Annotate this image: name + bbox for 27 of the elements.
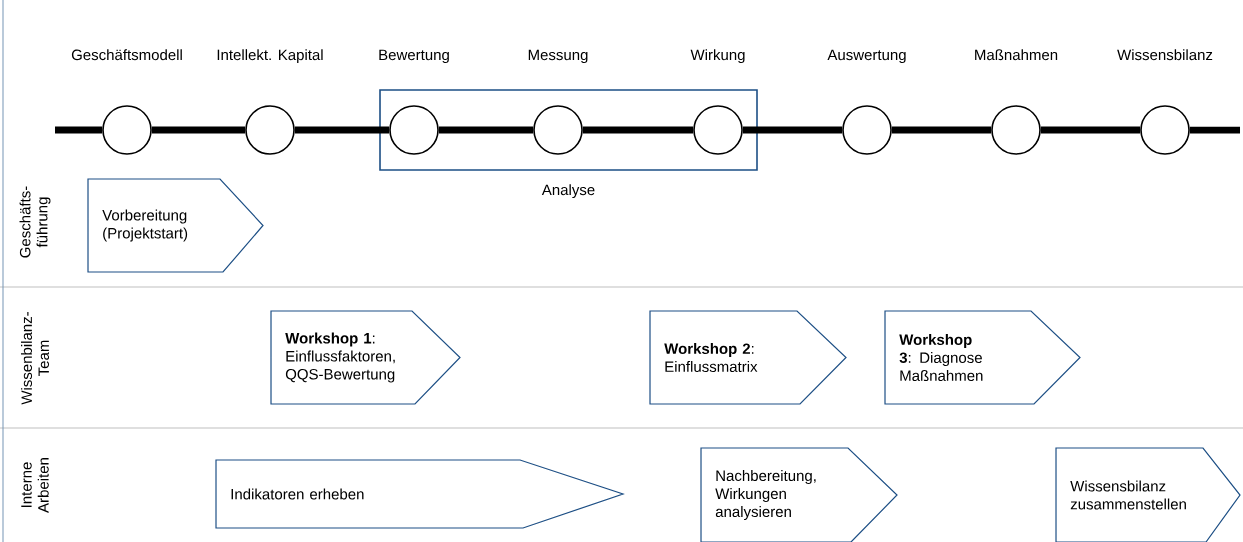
timeline-line [1040, 126, 1141, 134]
lane-label: Geschäfts- führung [19, 186, 51, 258]
milestone-label: Geschäftsmodell [71, 49, 182, 61]
timeline-line [438, 126, 534, 134]
timeline-line [294, 126, 390, 134]
milestone-label: Maßnahmen [975, 49, 1058, 61]
step-box: Workshop 3: Diagnose Maßnahmen [884, 310, 1081, 405]
lane-label: Interne Arbeiten [21, 458, 49, 513]
milestone-label: Intellekt. Kapital [217, 49, 323, 64]
milestone-label: Messung [528, 49, 588, 64]
step-box: Wissensbilanz zusammenstellen [1055, 447, 1241, 542]
milestone-label: Bewertung [379, 49, 449, 64]
step-box: Vorbereitung (Projektstart) [87, 178, 264, 273]
step-box: Indikatoren erheben [215, 459, 625, 529]
step-box: Workshop 1: Einflussfaktoren, QQS-Bewertung [270, 310, 461, 405]
phase-label: Analyse [541, 184, 595, 199]
timeline-line [1189, 126, 1240, 134]
lane-label: Wissenbilanz- Team [21, 312, 49, 405]
milestone-label: Auswertung [827, 49, 906, 64]
timeline-line [891, 126, 992, 134]
step-box: Workshop 2: Einflussmatrix [649, 310, 847, 405]
timeline-line [742, 126, 843, 134]
step-box: Nachbereitung, Wirkungen analysieren [700, 447, 898, 542]
timeline-line [582, 126, 694, 134]
milestone-label: Wissensbilanz [1117, 49, 1213, 61]
milestone-label: Wirkung [690, 49, 745, 64]
timeline-line [151, 126, 246, 134]
